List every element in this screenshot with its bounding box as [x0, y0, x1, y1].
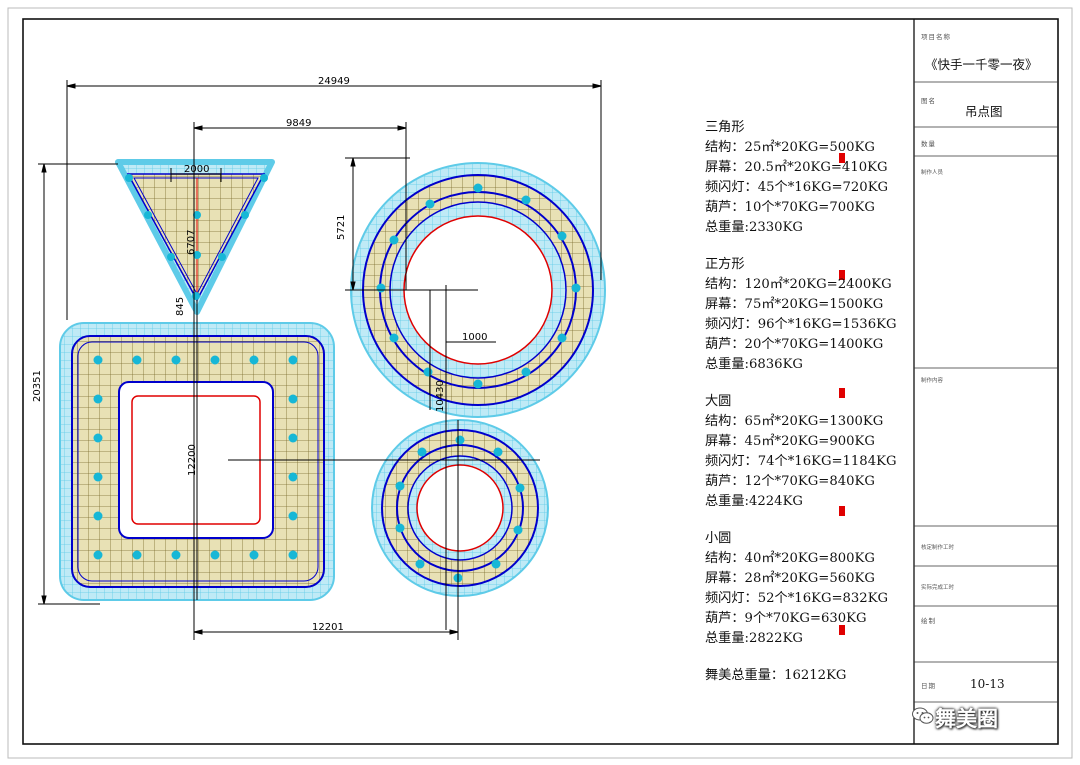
drawing-label: 图名: [921, 97, 936, 105]
note-title: 小圆: [705, 531, 732, 546]
small-circle-truss: [371, 419, 549, 597]
draw-label: 绘制: [921, 617, 936, 625]
red-markers: [839, 153, 845, 635]
dim-square-height: 12200: [187, 444, 198, 476]
square-lights: [93, 355, 298, 560]
dimension-lines: [38, 80, 602, 640]
note-large-circle: 大圆 结构：65㎡*20KG=1300KG 屏幕：45㎡*20KG=900KG …: [705, 392, 910, 512]
grand-total: 舞美总重量：16212KG: [705, 668, 847, 683]
dim-circle-offset: 5721: [336, 215, 347, 240]
note-title: 正方形: [705, 257, 745, 272]
dim-total-height: 20351: [32, 370, 43, 402]
dim-triangle-offset: 9849: [286, 118, 311, 129]
drawing-frame: [22, 18, 1059, 745]
dim-circle-inner: 1000: [462, 332, 487, 343]
date-label: 日期: [921, 682, 936, 690]
note-square: 正方形 结构：120㎡*20KG=2400KG 屏幕：75㎡*20KG=1500…: [705, 255, 910, 375]
note-line: 结构：120㎡*20KG=2400KG: [705, 277, 892, 292]
note-line: 屏幕：20.5㎡*20KG=410KG: [705, 160, 888, 175]
note-line: 葫芦：20个*70KG=1400KG: [705, 337, 884, 352]
content-label: 制作内容: [921, 378, 944, 384]
qty-label: 数量: [921, 140, 936, 148]
note-total: 总重量:2822KG: [705, 631, 803, 646]
dim-overall-width: 24949: [318, 76, 350, 87]
actual-hours-label: 实际完成工时: [921, 585, 955, 591]
square-truss: [59, 322, 335, 601]
watermark-text: 舞美圈: [935, 707, 998, 731]
note-small-circle: 小圆 结构：40㎡*20KG=800KG 屏幕：28㎡*20KG=560KG 频…: [705, 529, 910, 649]
drawing-value: 吊点图: [965, 104, 1003, 119]
maker-label: 制作人员: [921, 170, 944, 176]
wechat-icon: [912, 707, 934, 724]
note-line: 屏幕：28㎡*20KG=560KG: [705, 571, 875, 586]
note-line: 结构：40㎡*20KG=800KG: [705, 551, 875, 566]
confirm-hours-label: 核定制作工时: [921, 545, 955, 551]
note-line: 葫芦：12个*70KG=840KG: [705, 474, 875, 489]
dim-gap: 845: [175, 297, 186, 316]
note-line: 屏幕：75㎡*20KG=1500KG: [705, 297, 884, 312]
dim-triangle-height: 6707: [186, 230, 197, 255]
triangle-lights: [125, 174, 268, 300]
note-total: 总重量:6836KG: [705, 357, 803, 372]
note-line: 频闪灯：52个*16KG=832KG: [705, 591, 889, 606]
note-triangle: 三角形 结构：25㎡*20KG=500KG 屏幕：20.5㎡*20KG=410K…: [705, 118, 910, 238]
date-value: 10-13: [970, 677, 1005, 691]
weight-notes: 三角形 结构：25㎡*20KG=500KG 屏幕：20.5㎡*20KG=410K…: [705, 118, 910, 686]
note-line: 葫芦：9个*70KG=630KG: [705, 611, 867, 626]
note-title: 三角形: [705, 120, 745, 135]
note-total: 总重量:2330KG: [705, 220, 803, 235]
project-value: 《快手一千零一夜》: [925, 57, 1038, 72]
note-line: 结构：65㎡*20KG=1300KG: [705, 414, 884, 429]
note-line: 频闪灯：45个*16KG=720KG: [705, 180, 889, 195]
note-line: 葫芦：10个*70KG=700KG: [705, 200, 875, 215]
note-line: 结构：25㎡*20KG=500KG: [705, 140, 875, 155]
dim-bottom-width: 12201: [312, 622, 344, 633]
note-line: 频闪灯：96个*16KG=1536KG: [705, 317, 897, 332]
small-circle-lights: [395, 435, 525, 583]
title-block: [914, 81, 1058, 703]
dim-triangle-top: 2000: [184, 164, 209, 175]
note-title: 大圆: [705, 394, 732, 409]
note-line: 频闪灯：74个*16KG=1184KG: [705, 454, 897, 469]
dim-circle-height: 10430: [435, 380, 446, 412]
note-line: 屏幕：45㎡*20KG=900KG: [705, 434, 875, 449]
dimension-labels: 24949 9849 2000 6707 845 5721 1000 20351…: [32, 76, 487, 633]
project-label: 项目名称: [921, 33, 951, 41]
note-total: 总重量:4224KG: [705, 494, 803, 509]
triangle-truss: [115, 159, 275, 315]
